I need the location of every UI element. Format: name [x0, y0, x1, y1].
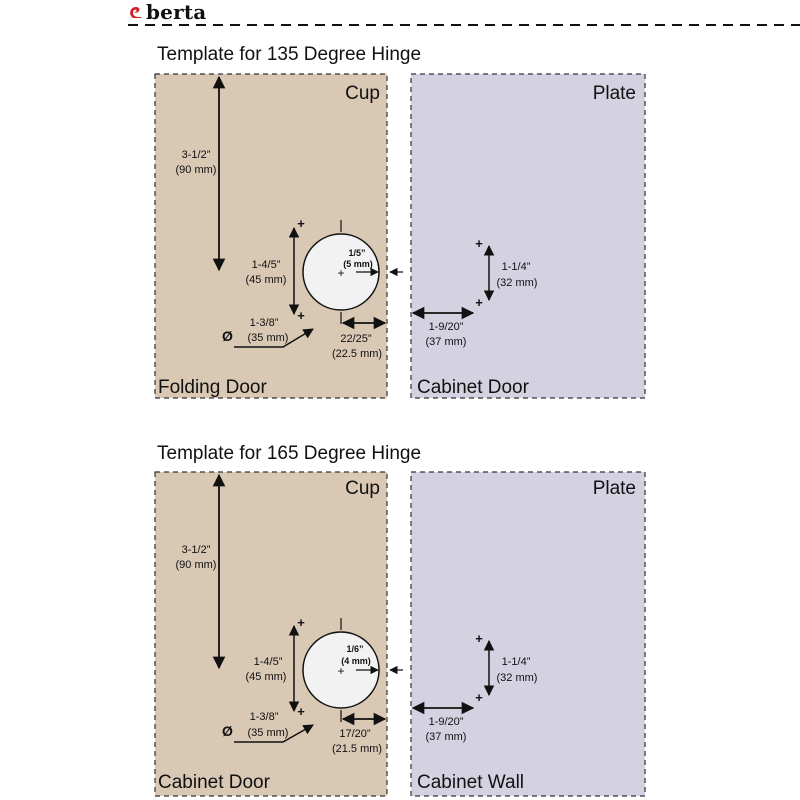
hole-plus-bottom: +: [297, 704, 305, 719]
edge-gap-mm: (4 mm): [341, 656, 371, 666]
cup-hole-circle: [302, 631, 380, 709]
plate-setback-mm: (37 mm): [426, 336, 467, 348]
cup-label: Cup: [345, 83, 380, 104]
template-title: Template for 135 Degree Hinge: [157, 44, 421, 65]
cup-diameter-mm: (35 mm): [248, 332, 289, 344]
template-165: Template for 165 Degree Hinge Cup Plate …: [154, 443, 646, 797]
cup-hole-circle: [302, 233, 380, 311]
plate-plus-bottom: +: [475, 295, 483, 310]
top-offset-label: 3-1/2”: [182, 544, 211, 556]
plate-setback-label: 1-9/20”: [429, 716, 464, 728]
berta-swan-icon: [130, 7, 142, 18]
diameter-symbol: Ø: [222, 723, 233, 739]
plate-label: Plate: [593, 478, 636, 499]
hole-spacing-mm: (45 mm): [246, 274, 287, 286]
plate-spacing-label: 1-1/4”: [502, 656, 531, 668]
plate-plus-top: +: [475, 236, 483, 251]
plate-setback-label: 1-9/20”: [429, 321, 464, 333]
cup-center-mark: +: [337, 266, 344, 280]
hole-spacing-mm: (45 mm): [246, 671, 287, 683]
hole-spacing-label: 1-4/5”: [252, 259, 281, 271]
template-title: Template for 165 Degree Hinge: [157, 443, 421, 464]
plate-plus-top: +: [475, 631, 483, 646]
cup-diameter-mm: (35 mm): [248, 727, 289, 739]
cup-diameter-label: 1-3/8”: [250, 711, 279, 723]
top-offset-mm: (90 mm): [176, 559, 217, 571]
cup-diameter-leader: [234, 328, 314, 348]
hole-spacing-label: 1-4/5”: [254, 656, 283, 668]
edge-gap-mm: (5 mm): [343, 259, 373, 269]
edge-distance-mm: (21.5 mm): [332, 743, 382, 755]
cup-center-mark: +: [337, 664, 344, 678]
plate-spacing-mm: (32 mm): [497, 277, 538, 289]
cup-panel-label: Cabinet Door: [158, 772, 271, 793]
hole-plus-top: +: [297, 615, 305, 630]
edge-distance-label: 22/25”: [340, 333, 372, 345]
top-offset-mm: (90 mm): [176, 164, 217, 176]
brand-logo: berta: [128, 0, 206, 24]
edge-distance-mm: (22.5 mm): [332, 348, 382, 360]
plate-panel-label: Cabinet Door: [417, 377, 530, 398]
cup-diameter-label: 1-3/8”: [250, 317, 279, 329]
plate-panel: [410, 73, 646, 399]
top-offset-label: 3-1/2”: [182, 149, 211, 161]
cup-label: Cup: [345, 478, 380, 499]
plate-spacing-mm: (32 mm): [497, 672, 538, 684]
template-135: Template for 135 Degree Hinge Cup Plate …: [154, 44, 646, 399]
hole-plus-bottom: +: [297, 308, 305, 323]
plate-spacing-label: 1-1/4”: [502, 261, 531, 273]
cup-panel-label: Folding Door: [158, 377, 267, 398]
diameter-symbol: Ø: [222, 328, 233, 344]
edge-gap-label: 1/6”: [346, 644, 363, 654]
edge-distance-label: 17/20”: [339, 728, 371, 740]
plate-panel: [410, 471, 646, 797]
plate-setback-mm: (37 mm): [426, 731, 467, 743]
plate-label: Plate: [593, 83, 636, 104]
edge-gap-label: 1/5”: [348, 248, 365, 258]
cup-diameter-leader: [234, 724, 314, 743]
brand-name: berta: [146, 0, 207, 24]
plate-plus-bottom: +: [475, 690, 483, 705]
plate-panel-label: Cabinet Wall: [417, 772, 524, 793]
hole-plus-top: +: [297, 216, 305, 231]
